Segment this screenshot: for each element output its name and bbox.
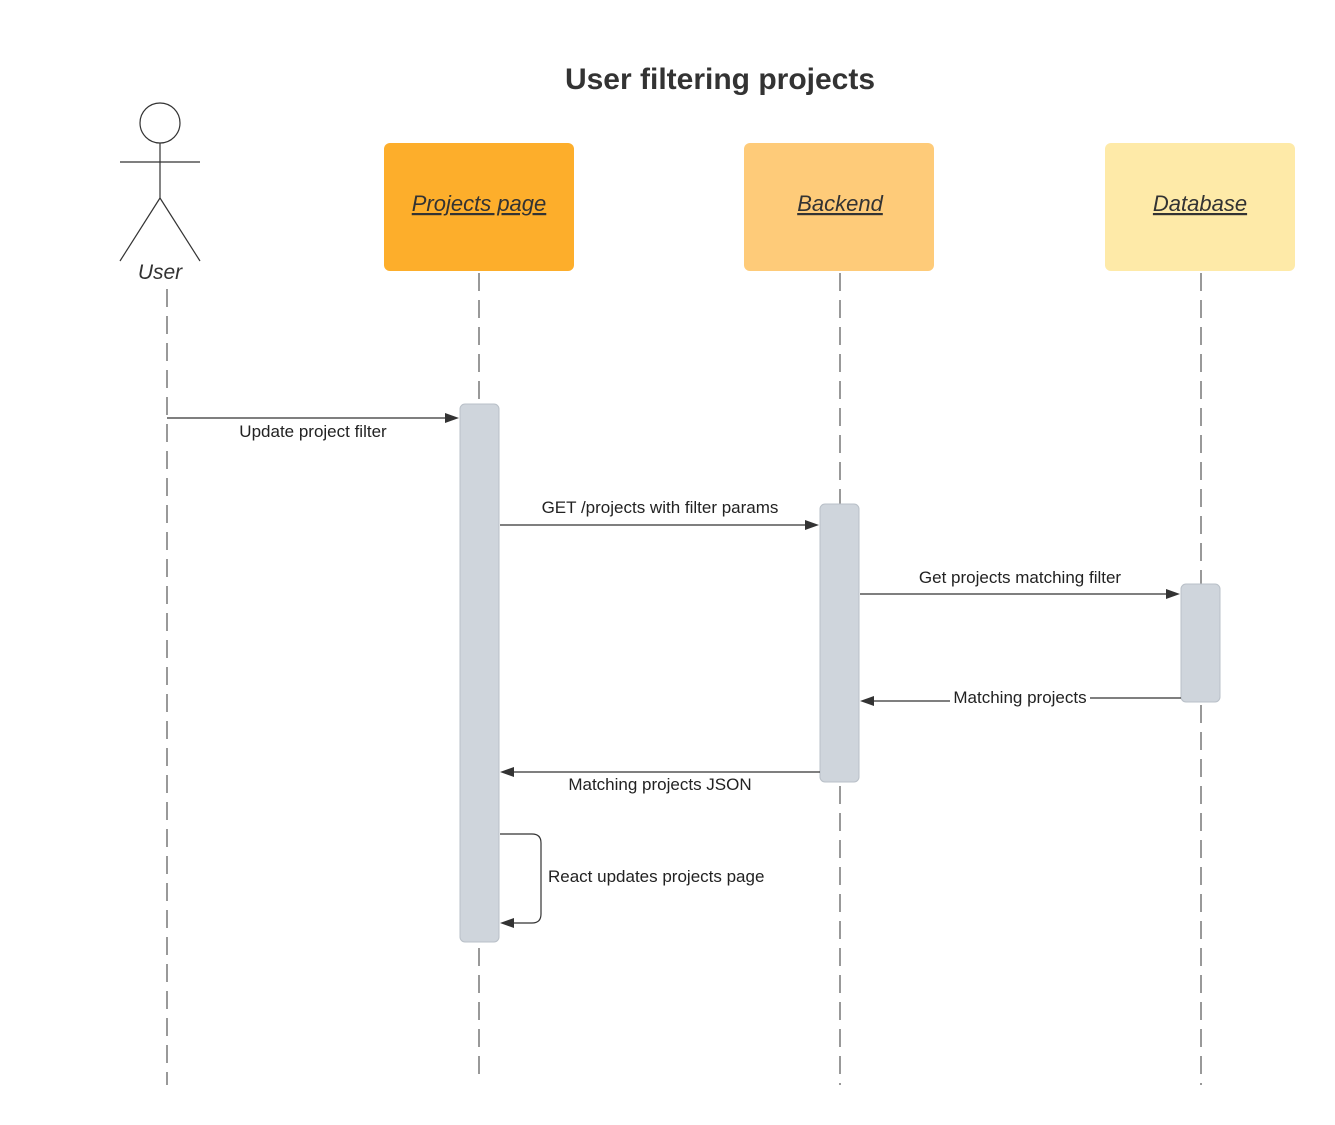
activation-backend bbox=[819, 503, 860, 783]
message-react-updates-projects-page[interactable]: React updates projects page bbox=[500, 833, 764, 928]
message-label: React updates projects page bbox=[548, 867, 764, 886]
message-get-projects-matching-filter[interactable]: Get projects matching filter bbox=[860, 568, 1180, 599]
message-update-project-filter[interactable]: Update project filter bbox=[167, 413, 459, 441]
arrow-head-left-icon bbox=[500, 918, 514, 928]
participant-backend[interactable]: Backend bbox=[744, 143, 934, 271]
participant-projects-page[interactable]: Projects page bbox=[384, 143, 574, 271]
arrow-head-left-icon bbox=[860, 696, 874, 706]
participant-label: Database bbox=[1153, 191, 1247, 216]
user-stick-figure-icon bbox=[119, 102, 201, 262]
participant-label: Projects page bbox=[412, 191, 547, 216]
actor-user[interactable]: User bbox=[119, 102, 201, 284]
message-label: Matching projects bbox=[953, 688, 1086, 707]
message-label: Matching projects JSON bbox=[568, 775, 751, 794]
participant-box bbox=[744, 143, 934, 271]
diagram-title: User filtering projects bbox=[565, 63, 875, 96]
message-matching-projects-json[interactable]: Matching projects JSON bbox=[500, 767, 820, 794]
arrow-head-left-icon bbox=[500, 767, 514, 777]
arrow-head-right-icon bbox=[805, 520, 819, 530]
self-message-loop bbox=[500, 833, 542, 924]
activation-database bbox=[1180, 583, 1221, 703]
participant-box bbox=[384, 143, 574, 271]
participant-database[interactable]: Database bbox=[1105, 143, 1295, 271]
activation-projects-page bbox=[459, 403, 500, 943]
arrow-head-right-icon bbox=[1166, 589, 1180, 599]
participant-label: Backend bbox=[797, 191, 883, 216]
participant-box bbox=[1105, 143, 1295, 271]
message-label: Update project filter bbox=[239, 422, 387, 441]
message-label: Get projects matching filter bbox=[919, 568, 1122, 587]
message-get-projects[interactable]: GET /projects with filter params bbox=[500, 498, 819, 530]
message-matching-projects[interactable]: Matching projects bbox=[860, 688, 1181, 707]
arrow-head-right-icon bbox=[445, 413, 459, 423]
message-label: GET /projects with filter params bbox=[542, 498, 779, 517]
actor-user-label: User bbox=[138, 261, 183, 284]
